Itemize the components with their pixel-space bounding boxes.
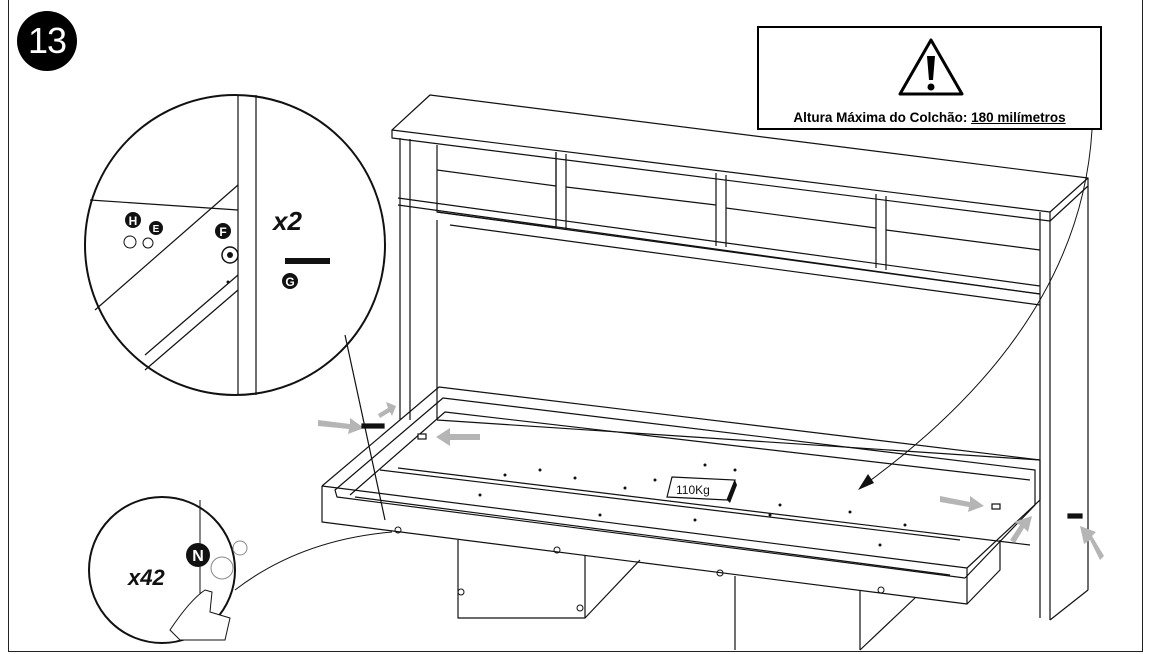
step-number-badge: 13 — [17, 11, 77, 71]
svg-text:E: E — [153, 224, 160, 235]
weight-tag: 110Kg — [666, 476, 737, 503]
detail-circle-top: H E F G x2 — [84, 94, 386, 521]
quantity-label-top: x2 — [271, 206, 302, 236]
svg-text:F: F — [219, 225, 226, 239]
warning-label: Altura Máxima do Colchão: — [793, 110, 968, 125]
part-letter-badges: H E F G — [125, 212, 298, 289]
detail-circle-bottom: N x42 — [88, 496, 393, 644]
warning-triangle-icon — [898, 38, 964, 96]
svg-text:H: H — [129, 214, 138, 228]
warning-box: Altura Máxima do Colchão: 180 milímetros — [757, 26, 1102, 130]
page-frame — [8, 0, 1143, 652]
part-n-badge: N — [192, 548, 204, 565]
pointer-arrowhead — [858, 474, 874, 490]
warning-value: 180 milímetros — [971, 110, 1066, 125]
weight-label: 110Kg — [676, 483, 710, 497]
svg-text:G: G — [285, 275, 294, 289]
quantity-label-bottom: x42 — [127, 565, 165, 590]
warning-text: Altura Máxima do Colchão: 180 milímetros — [759, 110, 1100, 125]
